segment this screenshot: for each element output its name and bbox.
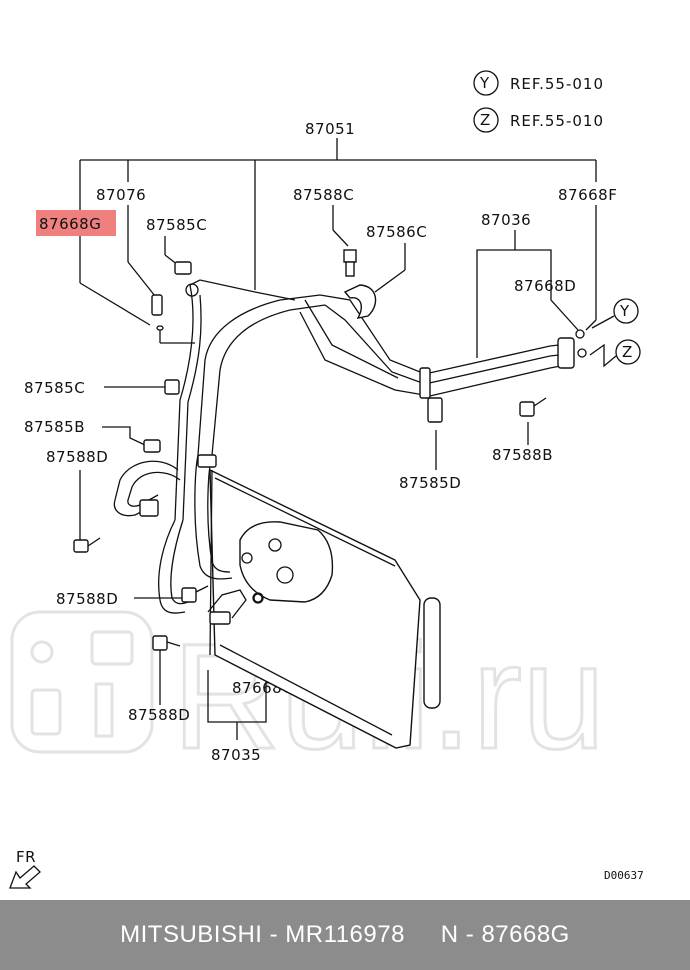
label-87668D: 87668D (514, 277, 576, 295)
highlight-87668G (36, 210, 116, 236)
label-87585B: 87585B (24, 418, 85, 436)
bolt-87588C (343, 249, 357, 263)
sensor-87076 (151, 294, 163, 316)
ref-y: Y REF.55-010 (473, 70, 604, 96)
label-87588D-top: 87588D (46, 448, 108, 466)
hardware (73, 249, 547, 651)
parts-diagram: Ruli.ru Y REF.55-010 Z REF.55-010 87051 … (9, 70, 644, 889)
pipe-87036 (299, 294, 587, 399)
ref-z-text: REF.55-010 (510, 112, 604, 130)
clamp-87585B (143, 439, 161, 453)
label-87668G: 87668G (39, 215, 101, 233)
clamp-87585C-left (164, 379, 180, 395)
ref-z-circle: Z (480, 111, 491, 129)
leader-lines (79, 205, 597, 740)
label-87588D-mid: 87588D (56, 590, 118, 608)
footer-bar: MITSUBISHI - MR116978 N - 87668G (0, 900, 690, 970)
footer-part-key: N - 87668G (440, 921, 570, 948)
label-87586C: 87586C (366, 223, 427, 241)
label-87588D-bottom: 87588D (128, 706, 190, 724)
bolt-87588B (519, 401, 535, 417)
connector-y: Y (591, 298, 639, 329)
footer-gap (405, 921, 441, 949)
connector-z: Z (589, 339, 641, 368)
label-87585C-top: 87585C (146, 216, 207, 234)
clamp-87585D (427, 397, 443, 423)
svg-text:Y: Y (619, 302, 630, 320)
footer-part-number: MR116978 (285, 921, 405, 948)
footer-separator: - (262, 921, 286, 948)
diagram-code: D00637 (604, 869, 644, 882)
svg-text:Z: Z (622, 343, 633, 361)
pipe-suction-hose (194, 294, 326, 580)
label-87668F: 87668F (558, 186, 617, 204)
front-direction-indicator: FR (9, 848, 41, 889)
label-87036: 87036 (481, 211, 531, 229)
label-87585D: 87585D (399, 474, 461, 492)
bolt-87588D-mid (181, 587, 197, 603)
bolt-87588D-top (73, 539, 89, 553)
label-87051: 87051 (305, 120, 355, 138)
pipe-compressor-inlet (207, 589, 263, 625)
label-87076: 87076 (96, 186, 146, 204)
clamp-87585C-top (174, 261, 192, 275)
clamp-87586C (343, 284, 377, 319)
pipe-discharge-loop (113, 460, 181, 517)
ref-y-circle: Y (479, 74, 490, 92)
label-87588C: 87588C (293, 186, 354, 204)
ref-z: Z REF.55-010 (473, 107, 604, 133)
footer-brand: MITSUBISHI (120, 921, 263, 948)
label-87585C-left: 87585C (24, 379, 85, 397)
label-87588B: 87588B (492, 446, 553, 464)
compressor (239, 521, 334, 604)
o-ring-87668G (156, 325, 164, 331)
pipe-liquid-line (158, 279, 296, 614)
ref-y-text: REF.55-010 (510, 75, 604, 93)
front-label: FR (16, 848, 36, 866)
bolt-87588D-bottom (152, 635, 168, 651)
label-87035: 87035 (211, 746, 261, 764)
